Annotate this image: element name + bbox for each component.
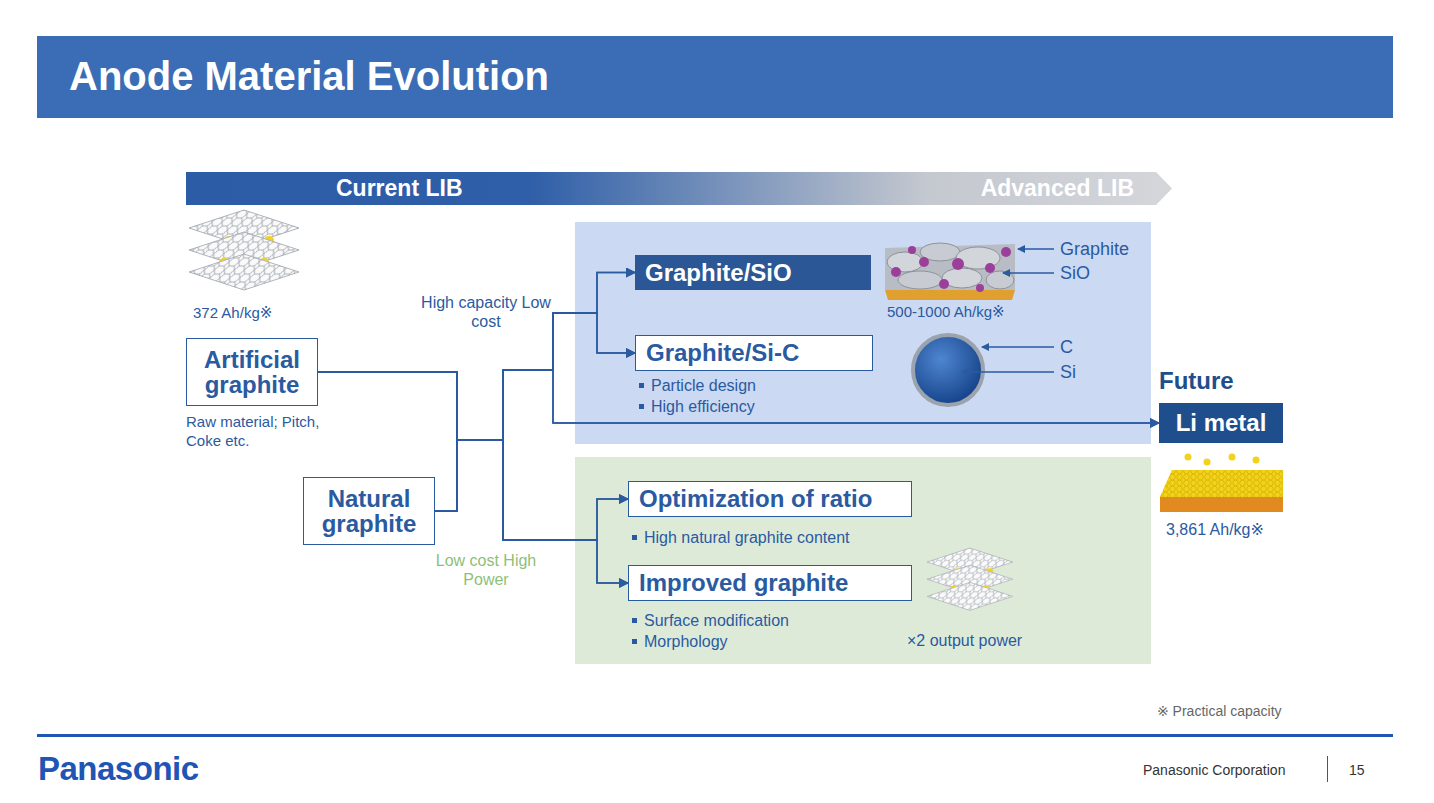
footer-separator <box>1327 756 1328 782</box>
text-label: 3,861 Ah/kg※ <box>1166 520 1264 539</box>
text-label: Si <box>1060 362 1076 384</box>
text-label: 372 Ah/kg※ <box>193 304 272 322</box>
box-heading: Future <box>1159 367 1234 395</box>
text-label: Low cost High Power <box>421 551 551 589</box>
connector <box>435 440 628 540</box>
progress-band: Current LIB Advanced LIB <box>186 172 1172 205</box>
material-box: Graphite/Si-C <box>635 335 873 371</box>
text-label: High capacity Low cost <box>421 293 551 331</box>
material-box: Artificial graphite <box>186 338 318 406</box>
graphite-illustration <box>189 210 299 290</box>
text-label: Panasonic Corporation <box>1143 762 1285 779</box>
footer-rule <box>37 734 1393 737</box>
box-text: Natural graphite <box>314 486 424 536</box>
text-label: 15 <box>1349 762 1365 779</box>
box-text: Improved graphite <box>639 569 848 597</box>
bullet-item: Particle design <box>637 376 756 395</box>
bullet-item: Morphology <box>630 632 728 651</box>
text-label: C <box>1060 337 1073 359</box>
box-text: Graphite/SiO <box>645 259 792 287</box>
connector <box>435 313 635 511</box>
band-label: Current LIB <box>336 175 463 202</box>
material-box: Natural graphite <box>303 477 435 545</box>
text-label: ×2 output power <box>907 631 1022 650</box>
text-label: Graphite <box>1060 239 1129 261</box>
slide-title: Anode Material Evolution <box>69 52 549 100</box>
connector <box>318 273 635 441</box>
box-text: Li metal <box>1176 409 1267 437</box>
graphite-illustration <box>927 548 1013 610</box>
material-box: Graphite/SiO <box>635 255 871 290</box>
bullet-item: High efficiency <box>637 397 755 416</box>
bullet-item: High natural graphite content <box>630 528 849 547</box>
si-c-particle <box>913 335 983 405</box>
text-label: 500-1000 Ah/kg※ <box>887 303 1005 321</box>
box-text: Artificial graphite <box>197 347 307 397</box>
material-box: Improved graphite <box>628 565 912 601</box>
material-box: FutureLi metal <box>1159 403 1283 443</box>
material-box: Optimization of ratio <box>628 481 912 517</box>
band-label: Advanced LIB <box>981 175 1134 202</box>
text-label: SiO <box>1060 263 1090 285</box>
text-label: ※ Practical capacity <box>1157 703 1282 720</box>
text-label: Raw material; Pitch, Coke etc. <box>186 413 326 451</box>
text-label: Panasonic <box>38 749 199 789</box>
box-text: Graphite/Si-C <box>646 339 799 367</box>
connector <box>318 313 635 440</box>
connector <box>318 370 1159 440</box>
sio-composite-illustration <box>885 243 1015 300</box>
bullet-item: Surface modification <box>630 611 789 630</box>
li-metal-illustration <box>1160 454 1283 513</box>
box-text: Optimization of ratio <box>639 485 872 513</box>
